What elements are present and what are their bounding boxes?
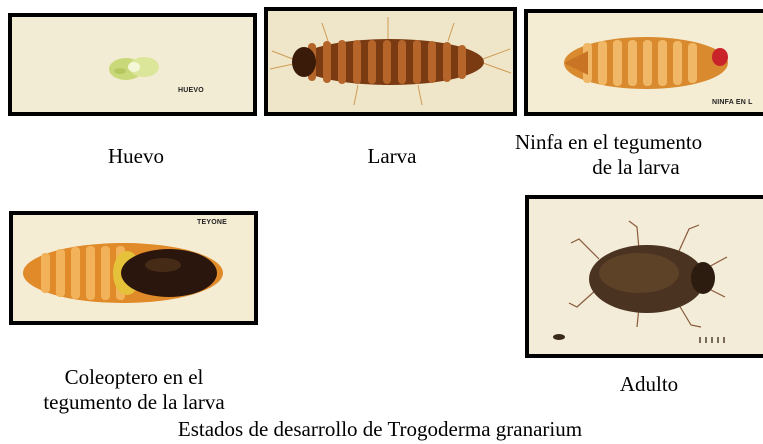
adult-caption: Adulto [584,372,714,397]
egg-illustration [12,17,253,112]
beetle-in-skin-illustration [13,215,254,321]
beetle-caption: Coleoptero en el tegumento de la larva [9,365,259,415]
beetle-caption-line2: tegumento de la larva [9,390,259,415]
adult-illustration [529,199,763,354]
larva-image [264,7,517,116]
larva-illustration [268,11,513,112]
egg-caption: Huevo [76,144,196,169]
egg-stamp: HUEVO [178,87,204,94]
pupa-stamp: NINFA EN L [712,99,753,106]
larva-caption: Larva [332,144,452,169]
egg-image: HUEVO [8,13,257,116]
pupa-image: NINFA EN L [524,9,763,116]
larva-caption-text: Larva [332,144,452,169]
egg-caption-text: Huevo [76,144,196,169]
adult-image [525,195,763,358]
beetle-caption-line1: Coleoptero en el [9,365,259,390]
figure-caption: Estados de desarrollo de Trogoderma gran… [80,417,680,442]
pupa-caption-line1: Ninfa en el tegumento [509,130,763,155]
pupa-illustration [528,13,763,112]
pupa-caption: Ninfa en el tegumento de la larva [509,130,763,180]
figure-caption-text: Estados de desarrollo de Trogoderma gran… [80,417,680,442]
pupa-caption-line2: de la larva [509,155,763,180]
adult-caption-text: Adulto [584,372,714,397]
beetle-in-skin-image: TEYONE [9,211,258,325]
beetle-stamp: TEYONE [197,219,227,226]
